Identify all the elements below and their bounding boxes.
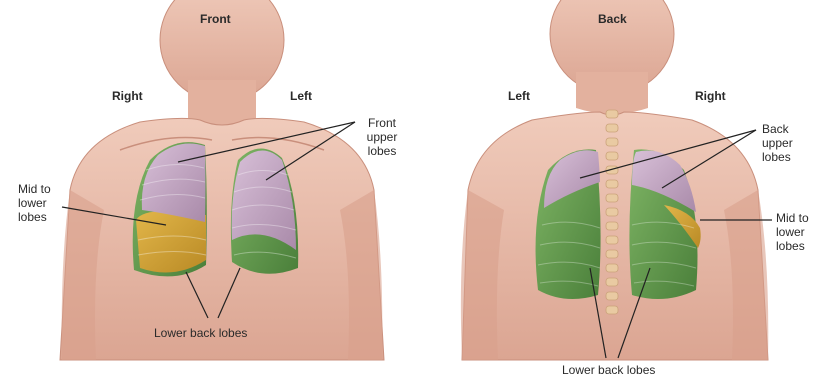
front-upper-lobes-label: Front upper lobes [360,116,404,158]
back-neck [576,72,648,114]
back-upper-lobes-label: Back upper lobes [762,122,793,164]
front-mid-lower-lobes-label: Mid to lower lobes [18,182,51,224]
front-lower-back-lobes-label: Lower back lobes [154,326,247,340]
front-side-left-label: Left [290,89,312,103]
back-spine [606,110,618,314]
front-torso [60,118,384,360]
back-figure [461,0,772,360]
back-title: Back [598,12,627,26]
front-figure [60,0,384,360]
front-side-right-label: Right [112,89,143,103]
back-side-left-label: Left [508,89,530,103]
front-title: Front [200,12,231,26]
back-lower-back-lobes-label: Lower back lobes [562,363,655,377]
back-mid-lower-lobes-label: Mid to lower lobes [776,211,809,253]
back-side-right-label: Right [695,89,726,103]
front-neck [188,80,256,125]
